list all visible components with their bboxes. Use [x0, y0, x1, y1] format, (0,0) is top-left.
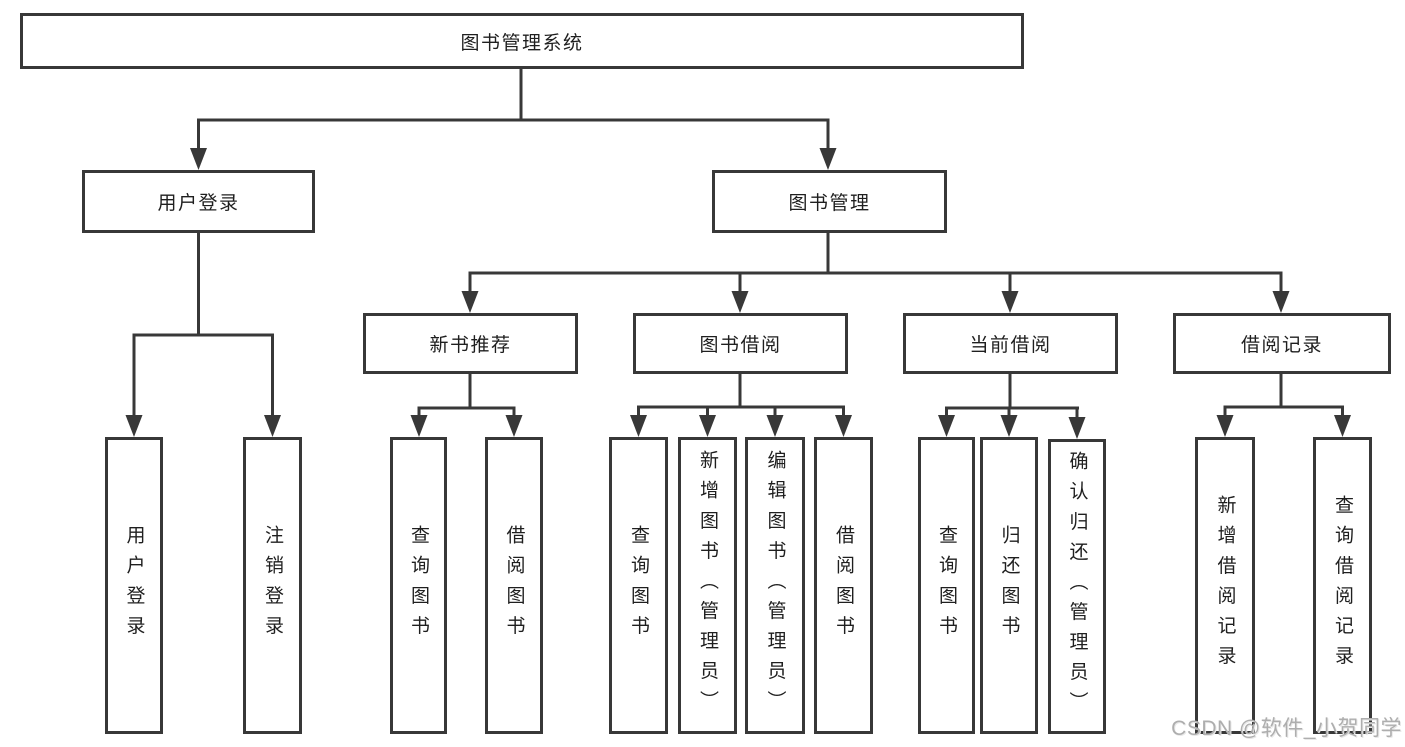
node-current-borrowing: 当前借阅	[903, 313, 1118, 374]
leaf-user-login: 用户登录	[105, 437, 163, 734]
leaf-edit-book-admin: 编辑图书（管理员）	[745, 437, 805, 734]
leaf-query-books-recommend: 查询图书	[390, 437, 447, 734]
connector-arrows	[125, 120, 1351, 439]
leaf-return-books: 归还图书	[980, 437, 1038, 734]
leaf-add-book-admin: 新增图书（管理员）	[678, 437, 737, 734]
node-book-management: 图书管理	[712, 170, 947, 233]
leaf-query-books-current: 查询图书	[918, 437, 975, 734]
node-borrowing-records: 借阅记录	[1173, 313, 1391, 374]
leaf-query-borrow-record: 查询借阅记录	[1313, 437, 1372, 734]
leaf-borrow-books-recommend: 借阅图书	[485, 437, 543, 734]
node-user-login: 用户登录	[82, 170, 315, 233]
leaf-query-books-borrowing: 查询图书	[609, 437, 668, 734]
leaf-borrow-books: 借阅图书	[814, 437, 873, 734]
leaf-add-borrow-record: 新增借阅记录	[1195, 437, 1255, 734]
node-new-book-recommend: 新书推荐	[363, 313, 578, 374]
node-root-system: 图书管理系统	[20, 13, 1024, 69]
node-book-borrowing: 图书借阅	[633, 313, 848, 374]
leaf-confirm-return-admin: 确认归还（管理员）	[1048, 439, 1106, 734]
leaf-logout: 注销登录	[243, 437, 302, 734]
csdn-watermark: CSDN @软件_小贺同学	[1171, 717, 1402, 740]
connector-segments	[132, 68, 1344, 410]
